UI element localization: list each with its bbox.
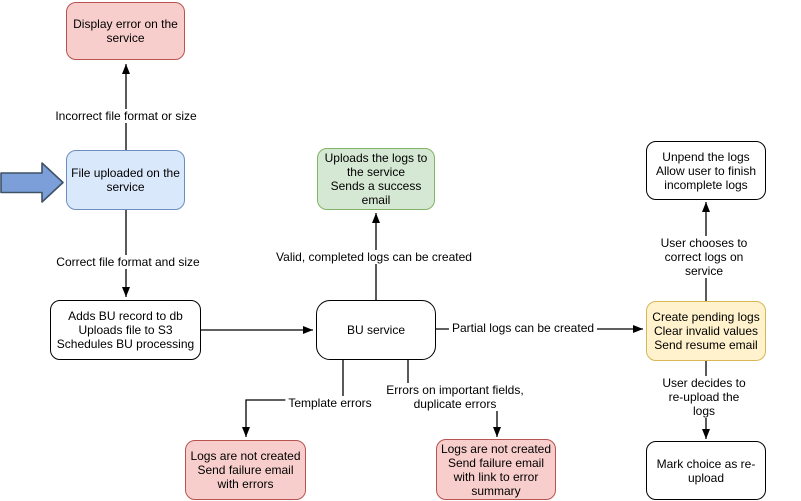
- edge-label-incorrect-format: Incorrect file format or size: [52, 109, 200, 123]
- node-logs-failure-summary: Logs are not created Send failure email …: [436, 439, 556, 500]
- node-logs-failure-summary-label: Logs are not created Send failure email …: [440, 441, 552, 498]
- edge-label-user-decides: User decides to re-upload the logs: [655, 376, 753, 418]
- edge-label-valid-logs: Valid, completed logs can be created: [273, 250, 475, 264]
- node-create-pending-logs: Create pending logs Clear invalid values…: [646, 301, 766, 361]
- node-display-error: Display error on the service: [66, 2, 185, 60]
- node-display-error-label: Display error on the service: [73, 17, 178, 45]
- node-logs-failure-errors: Logs are not created Send failure email …: [185, 440, 306, 500]
- edge-label-important-field-errors: Errors on important fields, duplicate er…: [383, 383, 527, 411]
- node-adds-bu-record-label: Adds BU record to db Uploads file to S3 …: [56, 309, 195, 351]
- node-file-uploaded: File uploaded on the service: [66, 150, 185, 210]
- node-file-uploaded-label: File uploaded on the service: [71, 166, 180, 194]
- node-unpend-logs-label: Unpend the logs Allow user to finish inc…: [655, 149, 757, 192]
- node-bu-service-label: BU service: [346, 323, 405, 337]
- edge-label-partial-logs: Partial logs can be created: [448, 321, 598, 335]
- node-adds-bu-record: Adds BU record to db Uploads file to S3 …: [50, 300, 201, 360]
- node-create-pending-logs-label: Create pending logs Clear invalid values…: [652, 310, 760, 352]
- edge-label-user-chooses: User chooses to correct logs on service: [655, 236, 753, 278]
- start-arrow-icon: [0, 162, 64, 203]
- edge-label-correct-format: Correct file format and size: [53, 255, 203, 269]
- node-mark-choice-reupload-label: Mark choice as re- upload: [656, 456, 756, 485]
- node-logs-failure-errors-label: Logs are not created Send failure email …: [190, 449, 301, 491]
- node-bu-service: BU service: [316, 300, 436, 360]
- node-uploads-logs-label: Uploads the logs to the service Sends a …: [324, 151, 428, 207]
- node-mark-choice-reupload: Mark choice as re- upload: [646, 441, 766, 500]
- node-unpend-logs: Unpend the logs Allow user to finish inc…: [646, 141, 766, 200]
- node-uploads-logs: Uploads the logs to the service Sends a …: [317, 148, 435, 210]
- edge-label-template-errors: Template errors: [285, 396, 375, 410]
